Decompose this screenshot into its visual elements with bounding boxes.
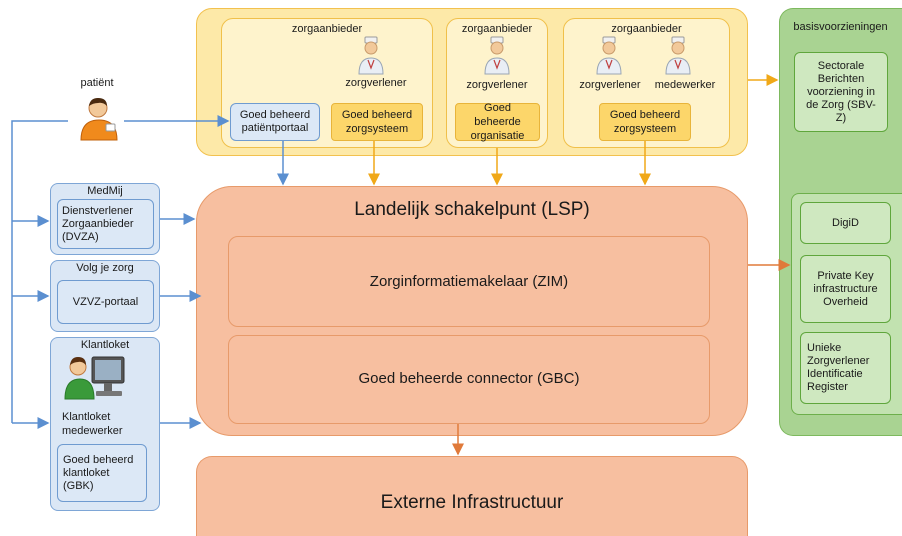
doctor-icon — [482, 36, 512, 76]
zim-label: Zorginformatiemakelaar (ZIM) — [369, 273, 569, 290]
provider-3-person2-label: medewerker — [654, 79, 716, 91]
gbc-label: Goed beheerde connector (GBC) — [358, 370, 580, 387]
provider-1-person-label: zorgverlener — [345, 77, 407, 89]
patientportaal-box: Goed beheerd patiëntportaal — [230, 103, 320, 141]
medmij-title: MedMij — [87, 185, 123, 197]
provider-1-zorgsysteem-box: Goed beheerd zorgsysteem — [331, 103, 423, 141]
provider-2-person-label: zorgverlener — [466, 79, 528, 91]
gbc-box — [228, 335, 710, 424]
sbvz-box: Sectorale Berichten voorziening in de Zo… — [794, 52, 888, 132]
volgjezorg-title: Volg je zorg — [76, 262, 134, 274]
uzi-box: Unieke Zorgverlener Identificatie Regist… — [800, 332, 891, 404]
provider-3-zorgsysteem-box: Goed beheerd zorgsysteem — [599, 103, 691, 141]
provider-3-title: zorgaanbieder — [611, 23, 682, 35]
gbk-box: Goed beheerd klantloket (GBK) — [57, 444, 147, 502]
computer-user-icon — [64, 353, 132, 401]
provider-1-title: zorgaanbieder — [291, 23, 363, 35]
zim-box — [228, 236, 710, 327]
doctor-icon — [356, 36, 386, 76]
patient-label: patiënt — [80, 77, 114, 89]
klantloket-person-label: Klantloket medewerker — [62, 411, 123, 437]
basis-title: basisvoorzieningen — [793, 21, 888, 33]
pki-box: Private Key infrastructure Overheid — [800, 255, 891, 323]
vzvz-portaal-box: VZVZ-portaal — [57, 280, 154, 324]
dvza-box: Dienstverlener Zorgaanbieder (DVZA) — [57, 199, 154, 249]
patient-icon — [78, 96, 120, 142]
organisatie-box: Goed beheerde organisatie — [455, 102, 540, 142]
provider-2-title: zorgaanbieder — [461, 23, 533, 35]
provider-3-person-label: zorgverlener — [579, 79, 641, 91]
klantloket-title: Klantloket — [80, 339, 130, 351]
externe-infrastructuur — [196, 456, 748, 536]
doctor-icon — [663, 36, 693, 76]
lsp-title: Landelijk schakelpunt (LSP) — [354, 199, 590, 220]
doctor-icon — [594, 36, 624, 76]
digid-box: DigiD — [800, 202, 891, 244]
externe-title: Externe Infrastructuur — [380, 492, 564, 513]
